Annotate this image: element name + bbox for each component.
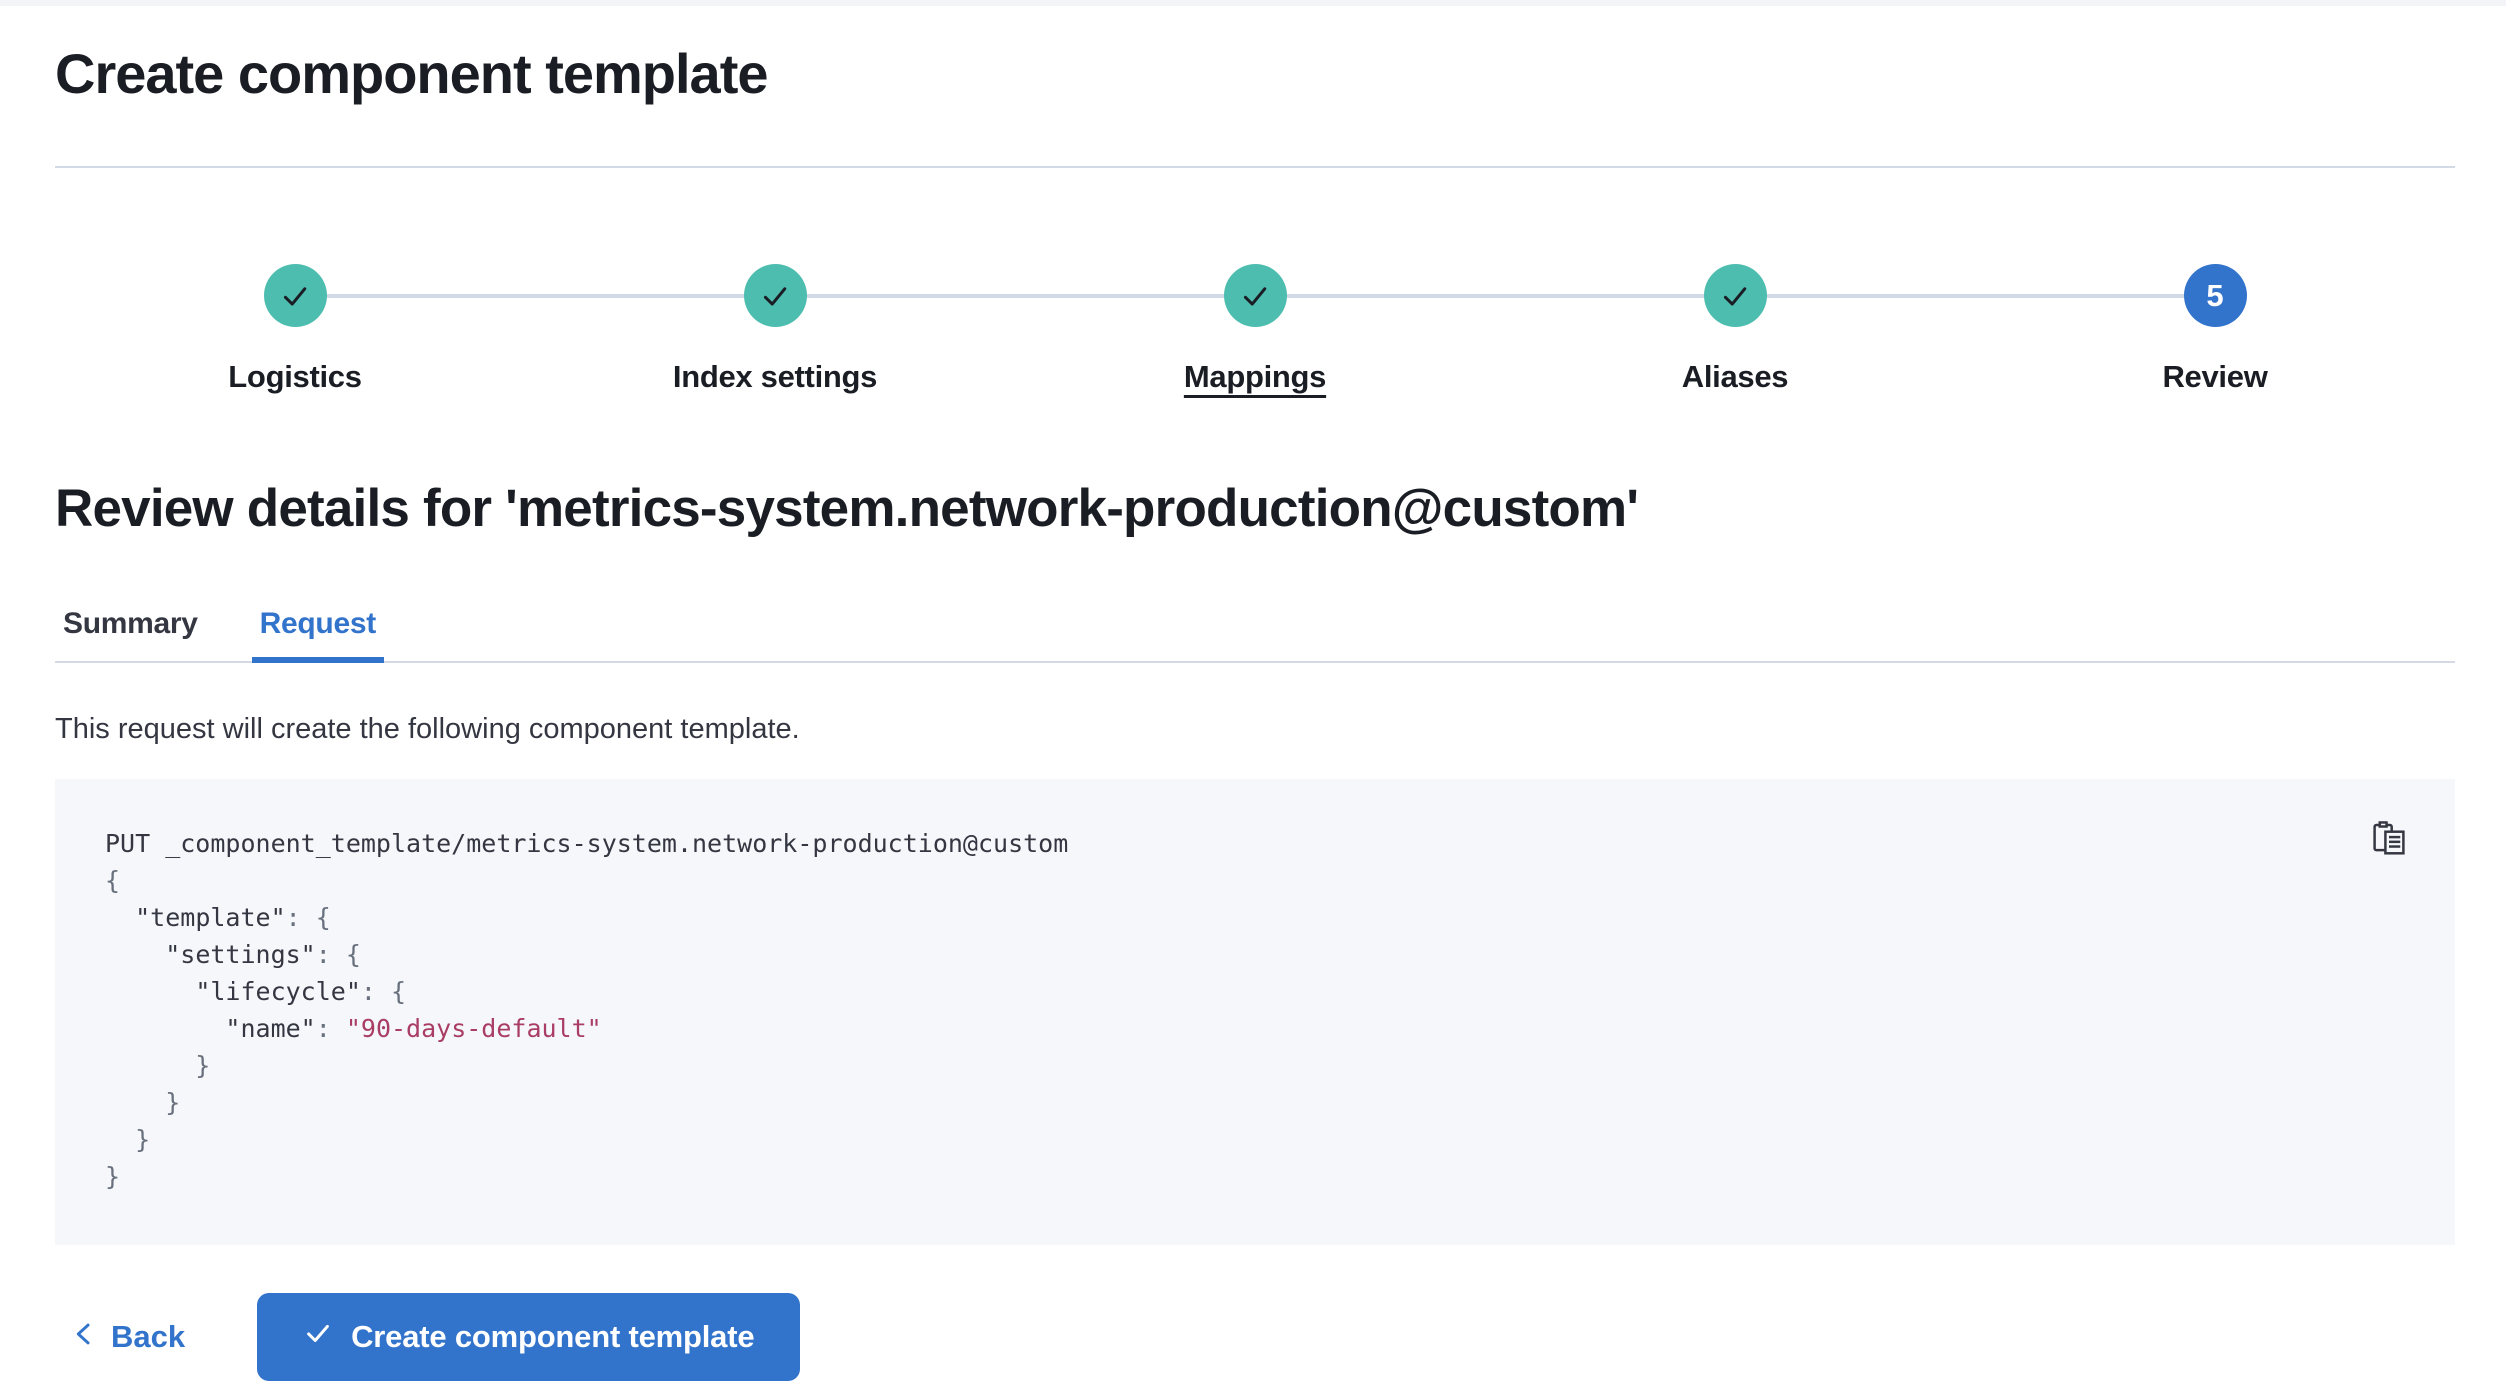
page-title: Create component template: [55, 42, 769, 105]
step-label-index-settings: Index settings: [672, 359, 878, 394]
code-line: PUT _component_template/metrics-system.n…: [105, 829, 1069, 858]
create-component-template-button[interactable]: Create component template: [257, 1293, 801, 1381]
back-button-label: Back: [111, 1319, 186, 1354]
create-component-template-page: Create component template Logistics Index…: [0, 6, 2506, 1381]
step-complete-check-icon: [263, 264, 327, 327]
review-heading: Review details for 'metrics-system.netwo…: [55, 479, 1639, 538]
step-complete-check-icon: [1703, 264, 1767, 327]
step-label-logistics: Logistics: [228, 359, 362, 394]
title-divider: [55, 166, 2455, 168]
step-complete-check-icon: [743, 264, 807, 327]
step-complete-check-icon: [1223, 264, 1287, 327]
code-line: }: [105, 1162, 121, 1191]
tab-bar: Summary Request: [55, 605, 2455, 663]
create-button-label: Create component template: [351, 1319, 755, 1354]
step-number-badge: 5: [2183, 264, 2247, 327]
code-line: "settings": {: [165, 940, 361, 969]
code-line: "name": "90-days-default": [225, 1014, 602, 1043]
check-icon: [303, 1318, 333, 1356]
step-label-review: Review: [2162, 359, 2268, 394]
request-description: This request will create the following c…: [55, 713, 800, 745]
code-line: }: [105, 1051, 211, 1080]
step-label-mappings: Mappings: [1183, 359, 1327, 394]
tab-summary[interactable]: Summary: [63, 607, 198, 640]
copy-clipboard-icon: [2371, 820, 2407, 859]
code-line: "template": {: [135, 903, 331, 932]
code-line: "lifecycle": {: [195, 977, 407, 1006]
chevron-left-icon: [71, 1319, 97, 1355]
request-code: PUT _component_template/metrics-system.n…: [105, 825, 2405, 1195]
stepper-step-logistics[interactable]: Logistics: [55, 264, 535, 397]
back-button[interactable]: Back: [55, 1293, 201, 1381]
wizard-footer: Back Create component template: [55, 1293, 2455, 1381]
code-line: }: [105, 1125, 151, 1154]
stepper-step-mappings[interactable]: Mappings: [1015, 264, 1495, 397]
copy-to-clipboard-button[interactable]: [2369, 819, 2409, 859]
request-code-block: PUT _component_template/metrics-system.n…: [55, 779, 2455, 1245]
stepper-step-index-settings[interactable]: Index settings: [535, 264, 1015, 397]
code-line: }: [105, 1088, 181, 1117]
code-line: {: [105, 866, 121, 895]
step-label-aliases: Aliases: [1681, 359, 1789, 394]
window-top-edge: [0, 0, 2506, 6]
stepper-step-aliases[interactable]: Aliases: [1495, 264, 1975, 397]
tab-request[interactable]: Request: [251, 605, 385, 663]
